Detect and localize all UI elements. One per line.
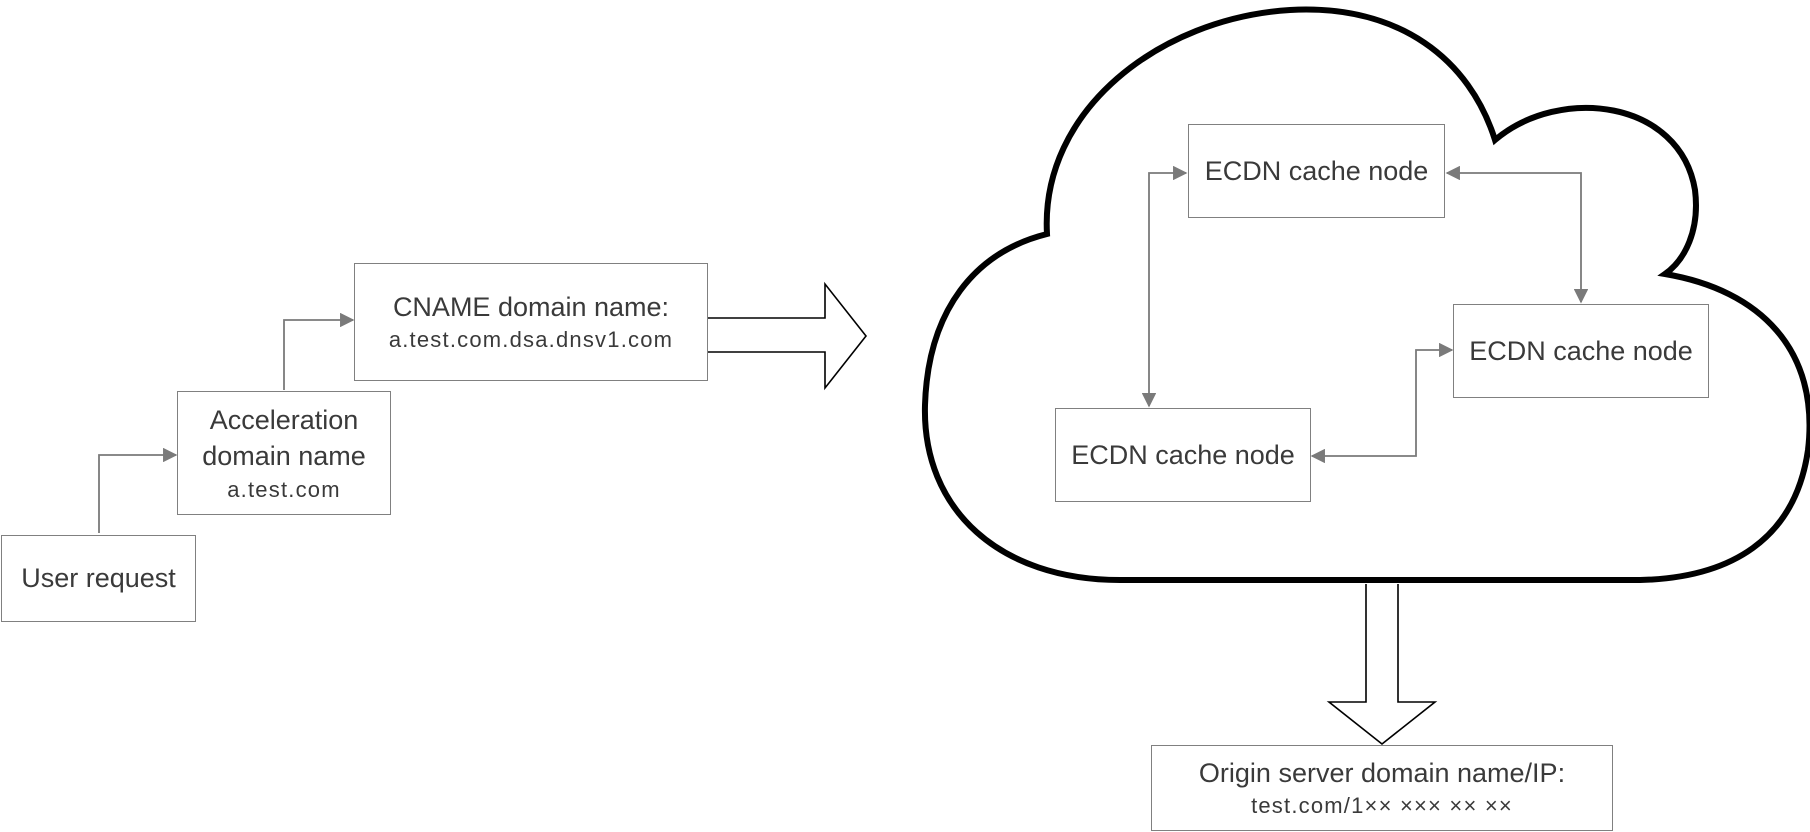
- cname-domain-label: CNAME domain name:: [392, 291, 670, 322]
- cname-domain-box: CNAME domain name: a.test.com.dsa.dnsv1.…: [354, 263, 708, 381]
- user-request-box: User request: [1, 535, 196, 622]
- ecdn-node-top-label: ECDN cache node: [1204, 155, 1429, 186]
- connector-node-top-node-right: [1445, 165, 1589, 304]
- origin-server-box: Origin server domain name/IP: test.com/1…: [1151, 745, 1613, 831]
- connector-node-top-node-left: [1141, 165, 1188, 408]
- origin-server-value: test.com/1×× ××× ×× ××: [1251, 793, 1513, 819]
- acceleration-domain-value: a.test.com: [227, 476, 341, 502]
- ecdn-node-left-label: ECDN cache node: [1071, 439, 1295, 470]
- cname-domain-value: a.test.com.dsa.dnsv1.com: [388, 327, 674, 353]
- connector-node-right-node-left: [1310, 342, 1454, 464]
- ecdn-node-right: ECDN cache node: [1453, 304, 1709, 398]
- user-request-label: User request: [21, 563, 176, 594]
- origin-server-label: Origin server domain name/IP:: [1198, 757, 1566, 788]
- acceleration-domain-line1: Acceleration: [209, 404, 359, 435]
- hollow-arrow-to-origin: [1326, 584, 1438, 746]
- ecdn-node-left: ECDN cache node: [1055, 408, 1311, 502]
- ecdn-node-top: ECDN cache node: [1188, 124, 1445, 218]
- hollow-arrow-to-cloud: [708, 281, 868, 391]
- acceleration-domain-box: Acceleration domain name a.test.com: [177, 391, 391, 515]
- connector-acceleration-to-cname: [283, 312, 355, 390]
- ecdn-node-right-label: ECDN cache node: [1469, 335, 1693, 366]
- connector-user-to-acceleration: [98, 447, 178, 533]
- acceleration-domain-line2: domain name: [202, 441, 366, 472]
